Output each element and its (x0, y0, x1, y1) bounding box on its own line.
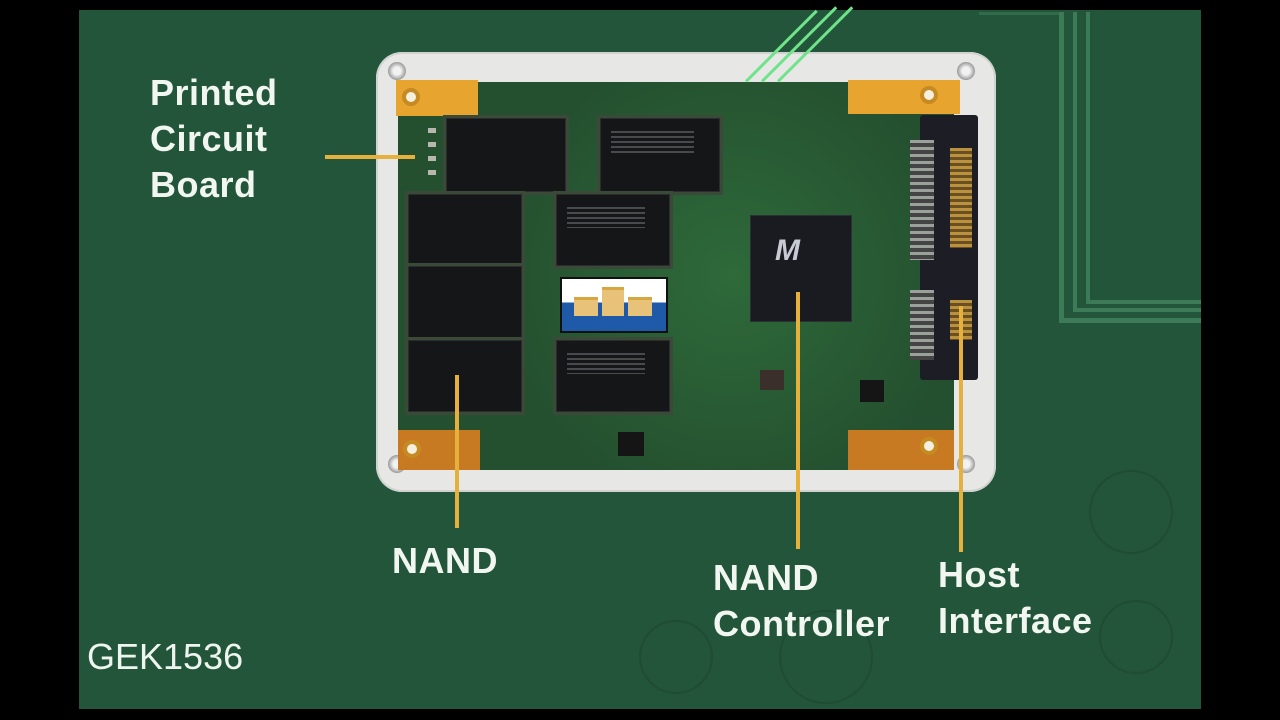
host-interface-label: Host Interface (938, 552, 1093, 644)
controller-logo-icon: M (775, 234, 800, 267)
decor-line (1073, 12, 1077, 312)
nand-chip (600, 118, 720, 192)
connector-contacts (950, 148, 972, 248)
pcb-leader-line (325, 155, 415, 159)
nand-chip (408, 266, 522, 338)
pcb-label-line: Board (150, 164, 257, 205)
nand-leader-line (455, 375, 459, 528)
nand-chip (556, 340, 670, 412)
smd-component (618, 432, 644, 456)
nand-chip (408, 340, 522, 412)
decor-line (1059, 12, 1064, 322)
decor-circle (1089, 470, 1173, 554)
controller-leader-line (796, 292, 800, 549)
screw-icon (957, 62, 975, 80)
pcb-label-line: Circuit (150, 118, 268, 159)
smd-component (428, 128, 436, 133)
smd-component (428, 170, 436, 175)
nand-chip (556, 194, 670, 266)
host-label-line: Interface (938, 600, 1093, 641)
mount-hole (402, 88, 420, 106)
nand-controller-label: NAND Controller (713, 555, 890, 647)
host-label-line: Host (938, 554, 1020, 595)
screw-icon (388, 62, 406, 80)
connector-pins (910, 140, 934, 260)
nand-chip (446, 118, 566, 192)
mounting-pad (848, 80, 960, 114)
decor-circle (779, 610, 873, 704)
nand-controller-chip: M (750, 215, 852, 322)
decor-line (979, 12, 1063, 15)
mount-hole (403, 440, 421, 458)
decor-line (1059, 318, 1201, 323)
label-sticker (560, 277, 668, 333)
smd-component (860, 380, 884, 402)
decor-line (1073, 308, 1201, 312)
decor-circle (1099, 600, 1173, 674)
connector-pins (910, 290, 934, 360)
nand-chip (408, 194, 522, 266)
mounting-pad (848, 430, 954, 470)
pcb-label: Printed Circuit Board (150, 70, 278, 208)
decor-circle (639, 620, 713, 694)
controller-label-line: Controller (713, 603, 891, 644)
mount-hole (920, 437, 938, 455)
host-leader-line (959, 306, 963, 552)
slide-code: GEK1536 (87, 636, 244, 677)
smd-component (760, 370, 784, 390)
decor-line (1086, 12, 1090, 304)
pcb-label-line: Printed (150, 72, 278, 113)
smd-component (428, 142, 436, 147)
decor-line (1086, 300, 1201, 304)
mount-hole (920, 86, 938, 104)
controller-label-line: NAND (713, 557, 819, 598)
smd-component (428, 156, 436, 161)
nand-label: NAND (392, 540, 498, 581)
